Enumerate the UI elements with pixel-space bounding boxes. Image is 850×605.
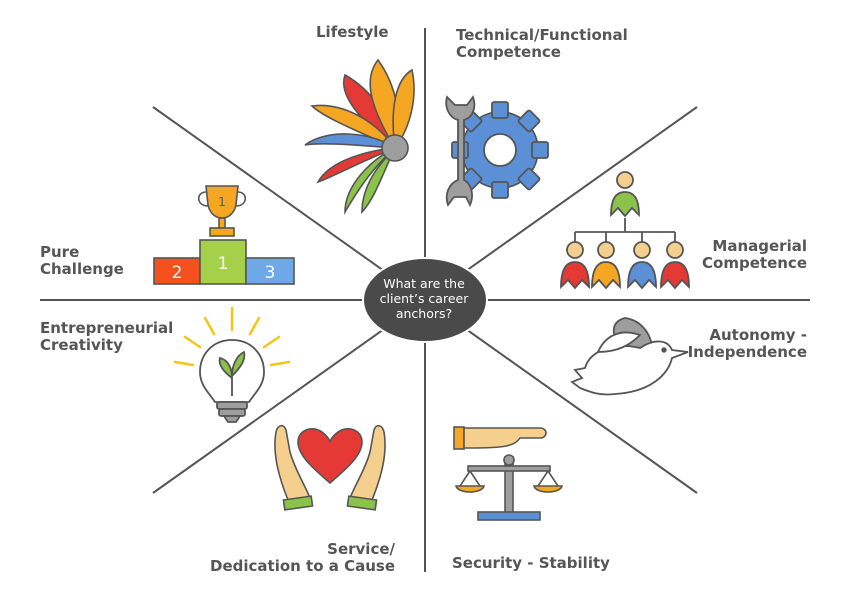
label-line: Creativity [40,336,123,354]
label-managerial-competence: Managerial Competence [702,238,807,272]
center-ellipse [362,257,488,343]
dove-icon [570,317,689,396]
hands-heart-icon [274,424,386,511]
label-security-stability: Security - Stability [452,555,610,572]
lightbulb-plant-icon [173,306,291,423]
label-pure-challenge: Pure Challenge [40,244,124,278]
label-line: Technical/Functional [456,26,628,44]
label-line: Competence [456,43,561,61]
light-rays [173,306,291,367]
center-question: What are the client’s career anchors? [364,276,484,321]
center-line: What are the [383,276,465,291]
label-technical-functional-competence: Technical/Functional Competence [456,27,628,61]
label-line: Lifestyle [316,23,389,41]
label-service-dedication: Service/ Dedication to a Cause [210,541,395,575]
podium-number-first: 1 [218,254,229,274]
label-line: Competence [702,254,807,272]
label-line: Security - Stability [452,554,610,572]
center-line: anchors? [395,306,453,321]
trophy-number: 1 [218,195,226,209]
center-line: client’s career [379,291,469,306]
label-line: Managerial [712,237,807,255]
label-entrepreneurial-creativity: Entrepreneurial Creativity [40,320,173,354]
label-line: Entrepreneurial [40,319,174,337]
label-line: Service/ [327,540,395,558]
label-line: Autonomy - [709,326,807,344]
hand-scales-icon [453,426,564,521]
podium-third [245,257,295,285]
podium-trophy-icon: 1 2 1 3 [153,185,295,285]
label-autonomy-independence: Autonomy - Independence [688,327,807,361]
wrench-gear-icon [445,95,549,208]
label-line: Dedication to a Cause [210,557,395,575]
podium-number-second: 2 [172,263,183,283]
label-line: Independence [687,343,807,361]
org-chart-people-icon [560,171,690,290]
feather-fan-icon [304,58,415,215]
podium-number-third: 3 [265,263,276,283]
label-lifestyle: Lifestyle [316,24,389,41]
label-line: Challenge [40,260,124,278]
label-line: Pure [40,243,80,261]
